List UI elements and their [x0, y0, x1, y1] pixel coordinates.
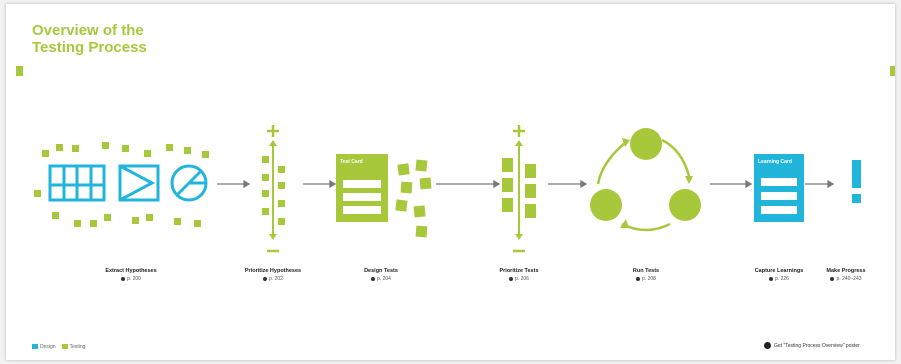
- priority-stack: [262, 156, 285, 225]
- legend-item-design: Design: [32, 344, 56, 350]
- page-title: Overview of the Testing Process: [32, 22, 232, 56]
- step-label-run-tests: Run Tests: [632, 268, 660, 274]
- step-ref-prioritize-tests[interactable]: p. 206: [474, 276, 564, 282]
- prioritize-tests-icon: [502, 125, 536, 253]
- customer-profile-icon: [170, 164, 208, 202]
- step-label-extract: Extract Hypotheses: [105, 268, 157, 274]
- step-label-prioritize-tests: Prioritize Tests: [499, 268, 539, 274]
- step-ref-extract[interactable]: p. 200: [86, 276, 176, 282]
- exclamation-icon: [852, 160, 861, 203]
- step-label-design-tests: Design Tests: [364, 268, 398, 274]
- test-card-title: Test Card: [340, 159, 363, 165]
- plus-icon: [513, 125, 525, 137]
- extract-hypotheses-icon: [34, 142, 209, 227]
- poster-page: Overview of the Testing Process: [6, 4, 895, 360]
- step-label-capture-learnings: Capture Learnings: [754, 268, 804, 274]
- title-line-1: Overview of the: [32, 22, 144, 39]
- prioritize-hypotheses-icon: [262, 125, 285, 253]
- business-canvas-icon: [48, 164, 106, 202]
- step-ref-run-tests[interactable]: p. 208: [601, 276, 691, 282]
- run-tests-cycle-icon: [590, 128, 701, 232]
- plus-icon: [267, 125, 279, 137]
- test-sticky-notes: [395, 159, 432, 238]
- design-tests-icon: [336, 154, 432, 238]
- test-priority-stack: [502, 158, 536, 218]
- step-label-make-progress: Make Progress: [826, 268, 866, 274]
- flow-arrows: [217, 179, 835, 189]
- step-ref-prioritize-hypotheses[interactable]: p. 202: [228, 276, 318, 282]
- download-icon: [764, 342, 771, 349]
- right-edge-tab: [890, 66, 895, 76]
- step-ref-design-tests[interactable]: p. 204: [336, 276, 426, 282]
- legend: Design Testing: [32, 344, 85, 350]
- sticky-notes-cluster: [34, 142, 209, 227]
- poster-download-link[interactable]: Get "Testing Process Overview" poster: [764, 342, 860, 349]
- value-proposition-icon: [118, 164, 160, 202]
- learning-card-title: Learning Card: [758, 159, 792, 165]
- left-edge-tab: [16, 66, 23, 76]
- step-ref-capture-learnings[interactable]: p. 226: [734, 276, 824, 282]
- learning-card-icon: [754, 154, 804, 222]
- process-diagram: [34, 125, 861, 253]
- legend-item-testing: Testing: [61, 344, 85, 350]
- step-ref-make-progress[interactable]: p. 240–243: [802, 276, 890, 282]
- title-line-2: Testing Process: [32, 39, 147, 56]
- step-label-prioritize-hypotheses: Prioritize Hypotheses: [244, 268, 302, 274]
